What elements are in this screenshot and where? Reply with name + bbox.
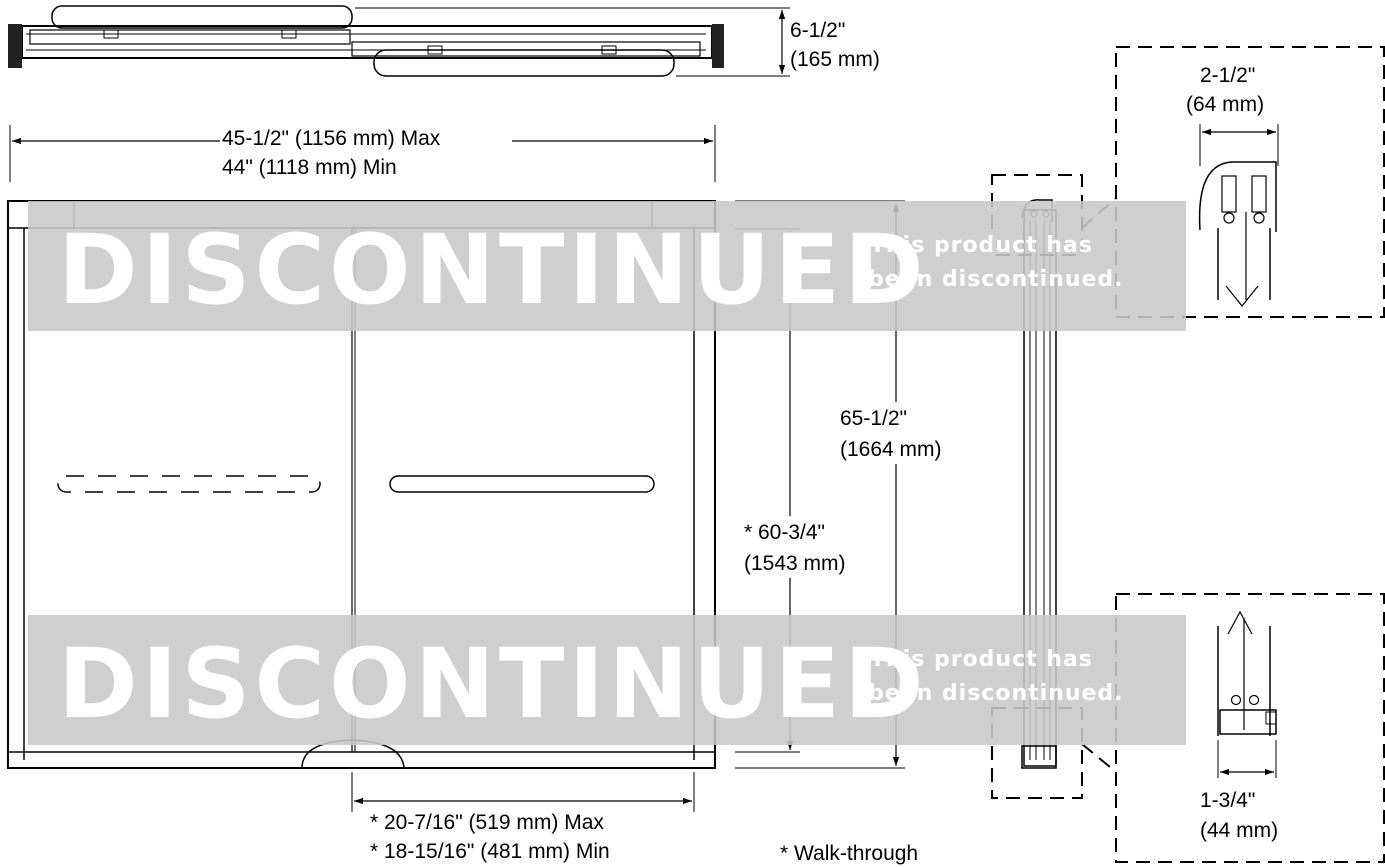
top-height-label: 6-1/2" (790, 19, 845, 42)
walk-through-footnote: * Walk-through (780, 842, 918, 865)
watermark-word: DISCONTINUED (58, 214, 928, 326)
top-height-mm-label: (165 mm) (790, 48, 880, 71)
top-detail-mm-label: (64 mm) (1186, 93, 1264, 116)
walkthrough-height-label: * 60-3/4" (744, 521, 825, 544)
watermark-line2: been discontinued. (868, 267, 1124, 292)
top-detail: 2-1/2" (64 mm) (1115, 46, 1385, 318)
bottom-detail-label: 1-3/4" (1200, 789, 1255, 812)
opening-max-label: * 20-7/16" (519 mm) Max (370, 811, 604, 834)
watermark-line1: This product has (870, 647, 1093, 672)
bottom-detail-mm-label: (44 mm) (1200, 819, 1278, 842)
top-height-dimension: 6-1/2" (165 mm) (355, 7, 880, 77)
top-plan-view (8, 5, 724, 77)
discontinued-watermark-bottom: DISCONTINUED This product has been disco… (28, 615, 1186, 745)
top-detail-label: 2-1/2" (1200, 64, 1255, 87)
watermark-word: DISCONTINUED (58, 628, 928, 740)
width-dimension: 45-1/2" (1156 mm) Max 44" (1118 mm) Min (9, 125, 716, 182)
discontinued-watermark-top: DISCONTINUED This product has been disco… (28, 201, 1186, 331)
watermark-line2: been discontinued. (868, 681, 1124, 706)
watermark-line1: This product has (870, 233, 1093, 258)
width-min-label: 44" (1118 mm) Min (222, 156, 397, 179)
walkthrough-height-mm-label: (1543 mm) (744, 552, 846, 575)
opening-min-label: * 18-15/16" (481 mm) Min (370, 840, 610, 863)
overall-height-label: 65-1/2" (840, 407, 907, 430)
width-max-label: 45-1/2" (1156 mm) Max (222, 127, 441, 150)
opening-dimension: * 20-7/16" (519 mm) Max * 18-15/16" (481… (351, 772, 695, 863)
overall-height-mm-label: (1664 mm) (840, 438, 942, 461)
